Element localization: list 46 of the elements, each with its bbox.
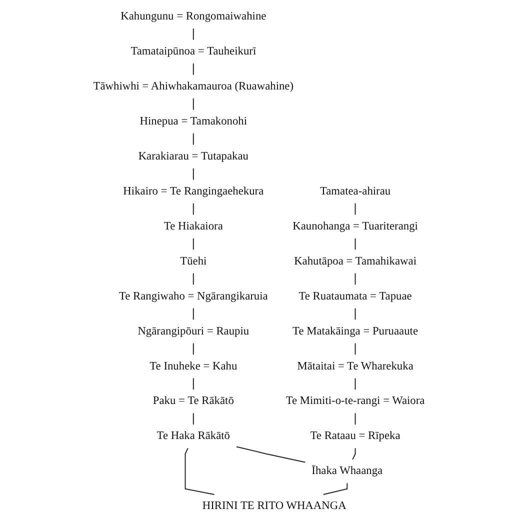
connector bbox=[354, 238, 356, 250]
node-text: Te Matakāinga = Puruaaute bbox=[292, 325, 418, 338]
connector bbox=[354, 412, 356, 426]
node-text: Paku = Te Rākātō bbox=[152, 395, 234, 408]
node-text: Kaunohanga = Tuariterangi bbox=[292, 220, 418, 233]
connector bbox=[354, 202, 356, 216]
connector bbox=[354, 308, 356, 320]
node-text: Te Ruataumata = Tapuae bbox=[298, 290, 412, 303]
connector bbox=[192, 132, 194, 146]
node-text: Mātaitai = Te Wharekuka bbox=[297, 360, 414, 373]
connector bbox=[184, 448, 215, 496]
connector bbox=[322, 482, 348, 496]
connector bbox=[236, 446, 306, 463]
node-text: Hikairo = Te Rangingaehekura bbox=[123, 185, 264, 198]
node-text: Te Haka Rākātō bbox=[156, 430, 230, 442]
node-text: Tamataipūnoa = Tauheikurī bbox=[130, 46, 256, 58]
node-text: Īhaka Whaanga bbox=[312, 465, 383, 478]
connector bbox=[192, 308, 194, 320]
connector bbox=[192, 202, 194, 216]
connector bbox=[354, 342, 356, 356]
node-text: Hinepua = Tamakonohi bbox=[140, 116, 248, 128]
connector bbox=[192, 238, 194, 250]
connector bbox=[192, 98, 194, 110]
connector bbox=[192, 272, 194, 286]
node-text: Te Rataau = Rīpeka bbox=[310, 430, 400, 442]
node-text: Kahungunu = Rongomaiwahine bbox=[120, 10, 266, 23]
connector bbox=[192, 168, 194, 180]
node-text: Te Hiakaiora bbox=[164, 220, 223, 233]
connector bbox=[352, 448, 356, 460]
connector bbox=[192, 378, 194, 390]
connector bbox=[192, 342, 194, 356]
connector bbox=[354, 272, 356, 286]
node-text: Kahutāpoa = Tamahikawai bbox=[294, 255, 416, 268]
connector bbox=[192, 28, 194, 40]
node-text: Te Inuheke = Kahu bbox=[150, 360, 238, 373]
node-text: HIRINI TE RITO WHAANGA bbox=[202, 500, 346, 512]
connector bbox=[354, 378, 356, 390]
node-text: Te Rangiwaho = Ngārangikaruia bbox=[118, 290, 268, 303]
node-text: Tamatea-ahirau bbox=[320, 185, 391, 198]
node-text: Tāwhiwhi = Ahiwhakamauroa (Ruawahine) bbox=[93, 80, 294, 93]
node-text: Ngārangipōuri = Raupiu bbox=[138, 325, 250, 338]
node-text: Te Mimiti-o-te-rangi = Waiora bbox=[286, 395, 425, 408]
node-text: Karakiarau = Tutapakau bbox=[138, 150, 248, 163]
connector bbox=[192, 412, 194, 426]
connector bbox=[192, 62, 194, 76]
node-text: Tūehi bbox=[180, 255, 207, 268]
